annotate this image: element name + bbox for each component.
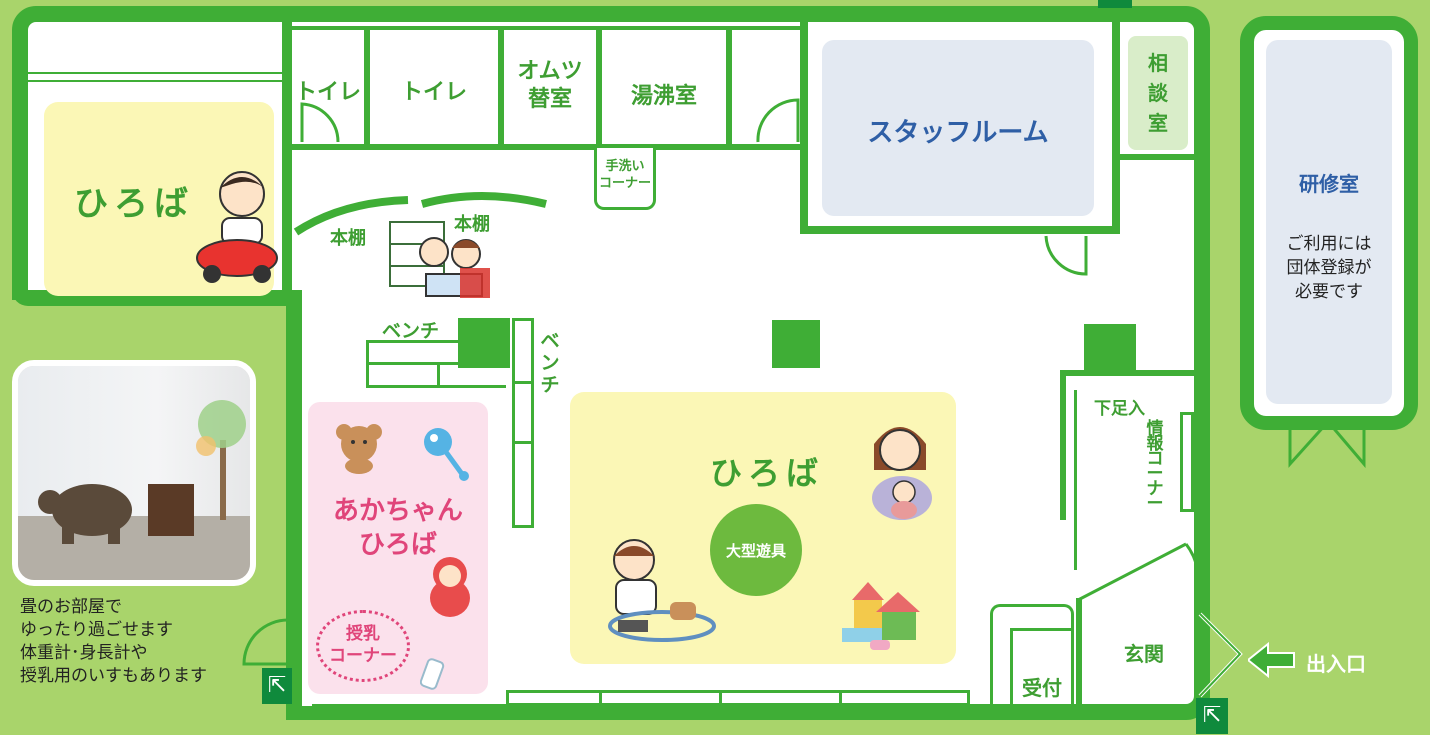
pillar-center xyxy=(772,320,820,368)
reception-counter xyxy=(990,604,1074,706)
toilet-2-label: トイレ xyxy=(400,80,467,105)
door-swing-kitchen xyxy=(756,98,800,143)
nursing-corner: 授乳 コーナー xyxy=(316,610,410,682)
bear-play-equipment-icon xyxy=(38,484,132,544)
baby-room-label: あかちゃん ひろば xyxy=(332,496,463,560)
wall-top-rooms-top xyxy=(292,26,800,30)
info-corner-label: 情 報 コ ー ナ ー xyxy=(1146,419,1164,514)
play-equipment-label: 大型遊具 xyxy=(725,542,786,560)
shoe-box-frame xyxy=(1074,390,1194,570)
entrance-label: 玄関 xyxy=(1124,642,1164,666)
bookshelf-arc-2 xyxy=(420,192,547,208)
wall-divider-4 xyxy=(726,28,732,148)
wall-divider-1 xyxy=(364,28,370,148)
rattle-icon xyxy=(424,428,469,481)
wall-entrance-left xyxy=(1076,598,1082,708)
pillar-1 xyxy=(458,318,510,368)
bookshelf-1-label: 本棚 xyxy=(330,228,366,249)
emergency-exit-icon-top xyxy=(1098,0,1132,8)
wall-divider-3 xyxy=(596,28,602,148)
training-room-door xyxy=(1288,422,1366,468)
bench-horizontal xyxy=(366,340,509,388)
tree-wall-decal xyxy=(196,400,246,520)
staff-room-area: スタッフルーム xyxy=(822,40,1094,216)
left-room-top-window xyxy=(28,72,284,82)
child-in-car-illustration xyxy=(196,171,278,283)
shoe-box-label: 下足入 xyxy=(1094,399,1145,419)
teddy-bear-icon xyxy=(336,424,382,474)
training-room-area: 研修室 ご利用には 団体登録が 必要です xyxy=(1266,40,1392,404)
baby-bottle-icon xyxy=(420,658,445,690)
play-equipment: 大型遊具 xyxy=(710,504,802,596)
floor-strip-left xyxy=(302,306,312,706)
emergency-exit-icon-left: ⇱ xyxy=(262,668,292,704)
wall-lower-left-vertical xyxy=(286,290,302,720)
baby-room-area: あかちゃん ひろば 授乳 コーナー xyxy=(308,402,488,694)
wall-divider-2 xyxy=(498,28,504,148)
playroom-main-area: ひろば 大型遊具 xyxy=(570,392,956,664)
door-swing-staff xyxy=(1044,235,1088,276)
entrance-door xyxy=(1198,612,1243,698)
hand-wash-corner: 手洗い コーナー xyxy=(594,148,656,210)
entrance-arrow-icon xyxy=(1248,642,1295,678)
consult-room-label: 相 談 室 xyxy=(1148,51,1168,135)
mother-child-illustration xyxy=(872,427,932,520)
wall-shoe-top xyxy=(1060,370,1198,376)
tatami-room-photo xyxy=(12,360,256,586)
wall-left-room-right xyxy=(282,22,292,292)
hand-wash-label: 手洗い コーナー xyxy=(598,159,651,191)
info-corner-shelf xyxy=(1180,412,1194,512)
exit-label: 出入口 xyxy=(1306,652,1366,676)
wall-staff-bottom xyxy=(800,226,1118,234)
kitchenette-label: 湯沸室 xyxy=(630,84,697,109)
training-room-note: ご利用には 団体登録が 必要です xyxy=(1286,234,1372,302)
reception-counter-inner xyxy=(1010,628,1074,706)
playroom-main-label: ひろば xyxy=(710,454,825,492)
door-swing-baby-room xyxy=(242,618,289,666)
doll-icon xyxy=(430,557,470,617)
staff-room-label: スタッフルーム xyxy=(867,118,1049,148)
pillar-right xyxy=(1084,324,1136,374)
emergency-exit-icon-bottom: ⇱ xyxy=(1196,698,1228,734)
photo-caption: 畳のお部屋で ゆったり過ごせます 体重計･身長計や 授乳用のいすもあります xyxy=(20,597,207,686)
child-train-illustration xyxy=(608,539,716,642)
bench-vertical xyxy=(512,318,534,528)
training-room-label: 研修室 xyxy=(1299,172,1359,196)
reception-label: 受付 xyxy=(1022,676,1062,700)
wall-consult-bottom xyxy=(1118,154,1194,160)
bookshelf-in-photo xyxy=(148,484,194,536)
door-swing-toilet xyxy=(300,102,340,143)
consult-room-area: 相 談 室 xyxy=(1128,36,1188,150)
wall-staff-right xyxy=(1112,22,1120,234)
building-blocks-icon xyxy=(842,582,920,650)
bookshelf-arc-1 xyxy=(293,196,409,236)
bookshelf-2-label: 本棚 xyxy=(454,214,490,235)
playroom-left-area: ひろば xyxy=(44,102,278,296)
wall-top-rooms-bottom xyxy=(292,144,800,150)
reading-children-illustration xyxy=(389,221,490,298)
toilet-1-label: トイレ xyxy=(294,80,361,105)
entrance-inner-door xyxy=(1077,542,1198,602)
bottom-window-strip xyxy=(506,690,970,706)
diaper-room-label: オムツ 替室 xyxy=(517,59,583,112)
nursing-corner-label: 授乳 コーナー xyxy=(329,624,397,666)
wall-shoe-left xyxy=(1060,370,1066,520)
playroom-left-label: ひろば xyxy=(74,184,194,224)
wall-staff-left xyxy=(800,22,808,230)
bench-2-label: ベンチ xyxy=(540,330,560,396)
bench-1-label: ベンチ xyxy=(382,320,440,342)
